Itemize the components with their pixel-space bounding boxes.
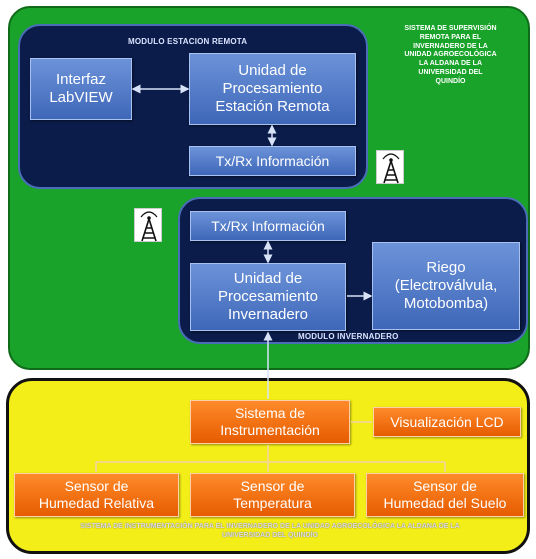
instrumentation-system-box: Sistema de Instrumentación [190, 400, 350, 444]
antenna-tower-icon [134, 208, 162, 242]
greenhouse-module-title: MODULO INVERNADERO [298, 332, 399, 341]
remote-txrx-box: Tx/Rx Información [189, 146, 356, 176]
antenna-tower-icon [376, 150, 404, 184]
sensor-soil-humidity-box: Sensor de Humedad del Suelo [366, 473, 524, 517]
system-title: SISTEMA DE SUPERVISIÓN REMOTA PARA EL IN… [404, 25, 497, 85]
remote-module-title: MODULO ESTACION REMOTA [128, 37, 248, 46]
instrumentation-caption: SISTEMA DE INSTRUMENTACIÓN PARA EL INVER… [80, 523, 460, 539]
remote-processing-unit-box: Unidad de Procesamiento Estación Remota [189, 53, 356, 125]
irrigation-box: Riego (Electroválvula, Motobomba) [372, 242, 520, 330]
lcd-display-box: Visualización LCD [373, 407, 521, 437]
greenhouse-txrx-box: Tx/Rx Información [190, 211, 346, 241]
sensor-relative-humidity-box: Sensor de Humedad Relativa [14, 473, 179, 517]
sensor-temperature-box: Sensor de Temperatura [190, 473, 355, 517]
greenhouse-processing-unit-box: Unidad de Procesamiento Invernadero [190, 263, 346, 331]
